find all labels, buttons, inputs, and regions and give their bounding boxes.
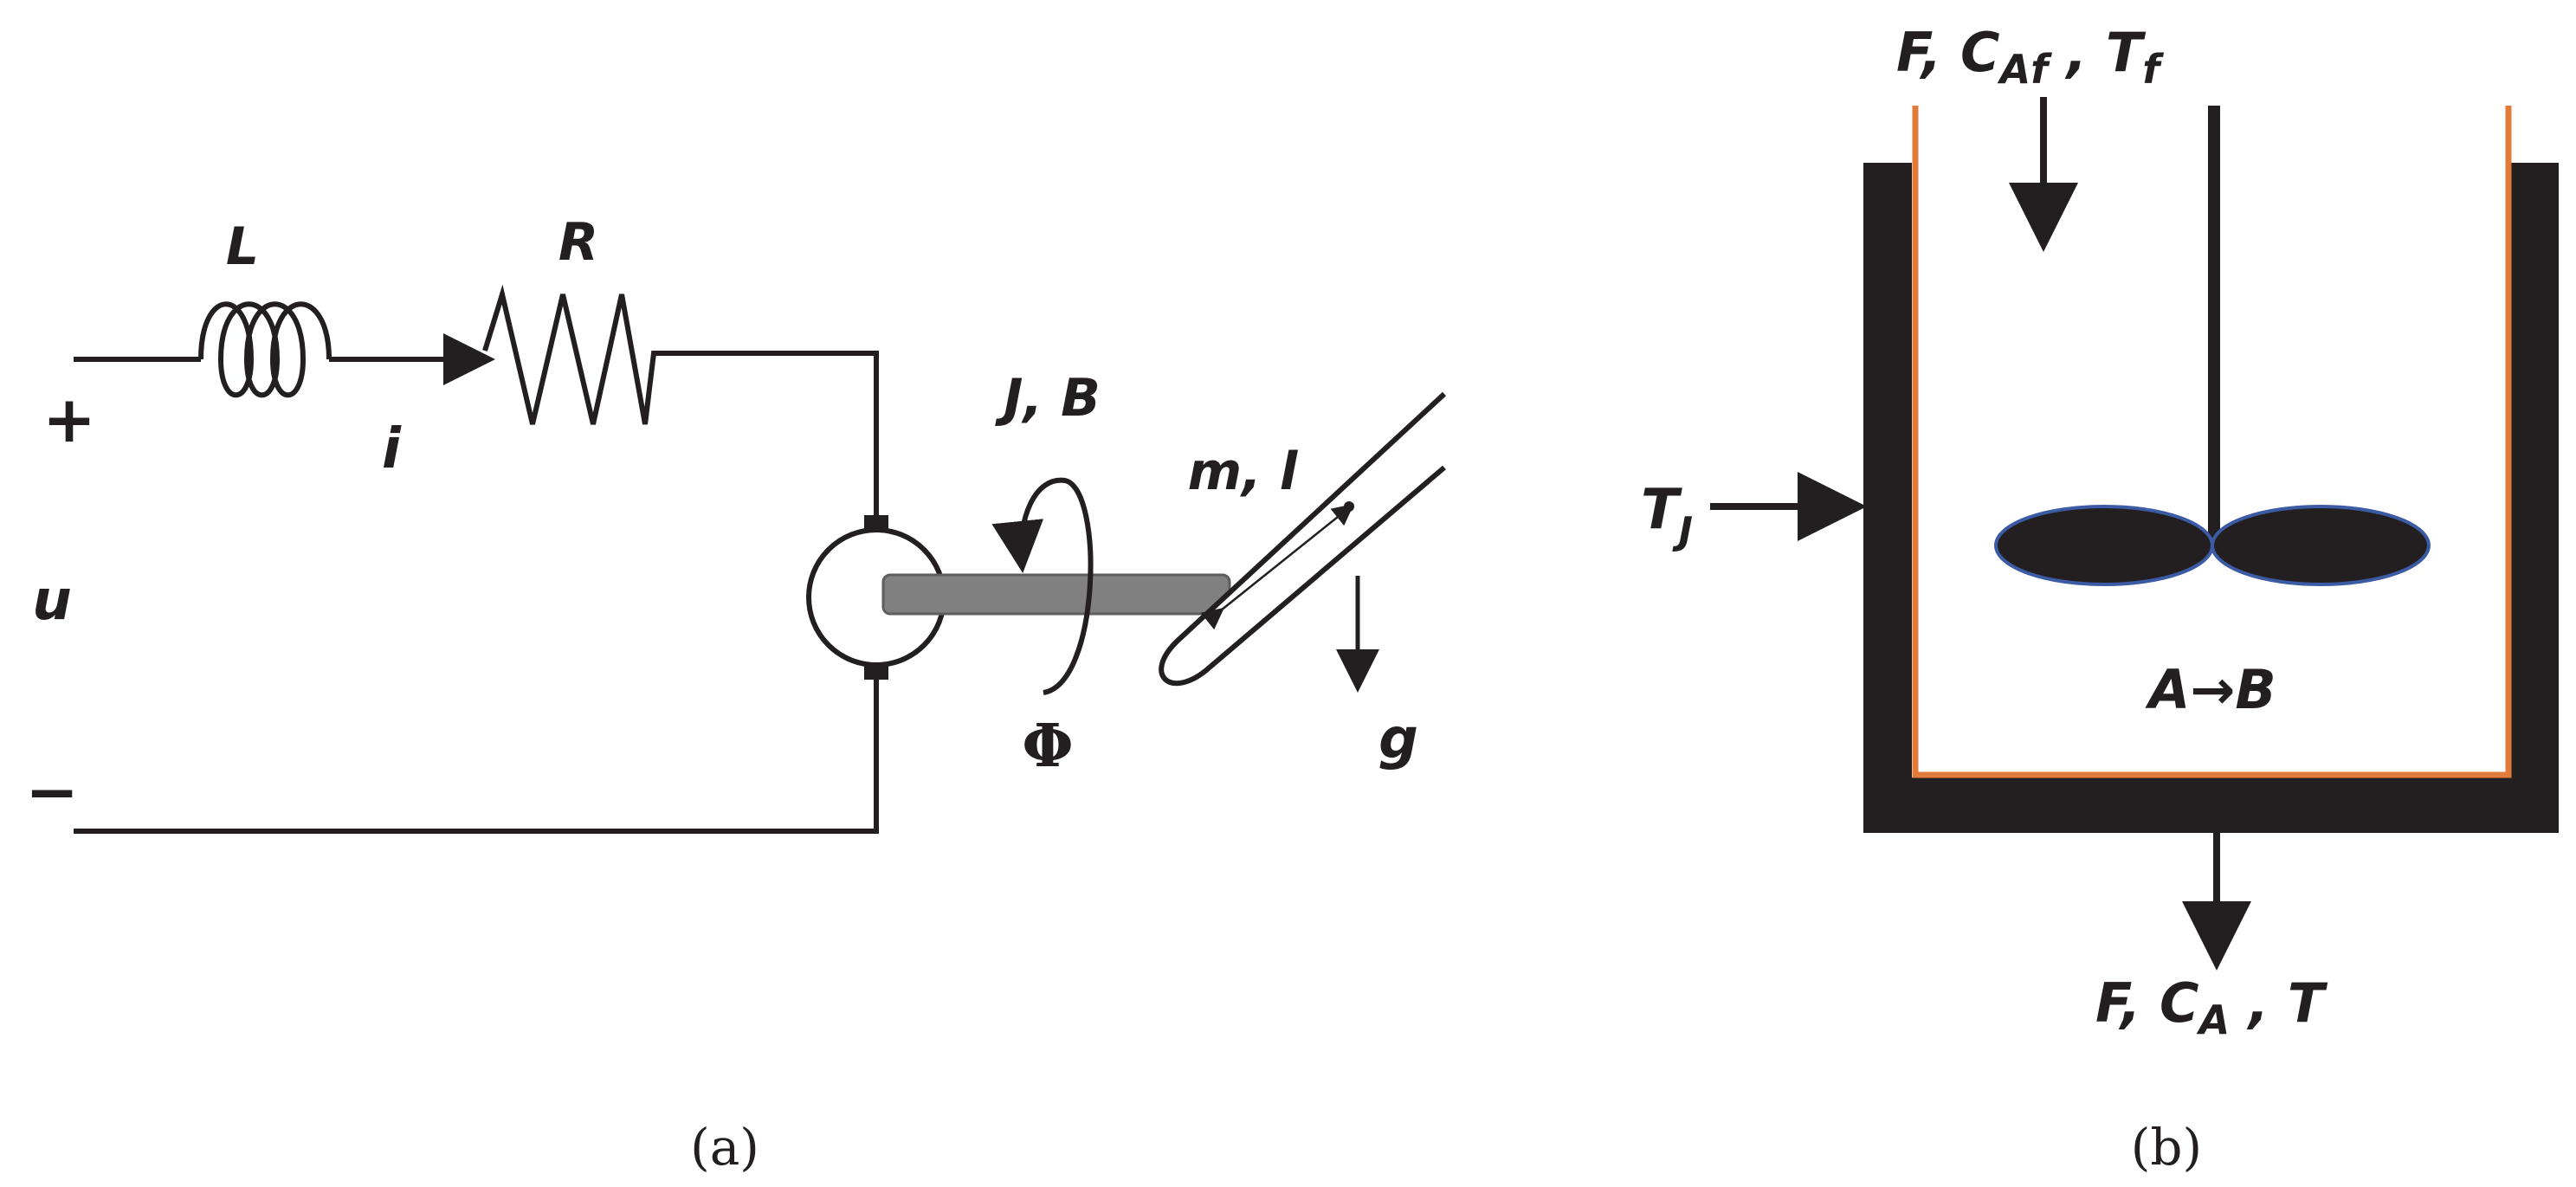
caption-b: (b) xyxy=(2131,1118,2202,1177)
stirrer-shaft xyxy=(2208,106,2220,547)
plus-sign: + xyxy=(42,383,96,457)
reactor-wall xyxy=(1912,106,2512,778)
resistor-label: R xyxy=(558,212,598,273)
caption-a: (a) xyxy=(690,1118,759,1177)
rotation-arrow xyxy=(991,477,1094,695)
motor-shaft xyxy=(881,573,1231,616)
gravity-label: g xyxy=(1378,707,1418,771)
pendulum-arm xyxy=(1159,391,1447,687)
panel-b-cstr: F, CAf , Tf TJ A→B F, CA , T (b) xyxy=(1641,21,2559,1177)
panel-a-dc-motor: L R i + u − J, B Φ m, l g (a) xyxy=(25,212,1447,1177)
impeller-blade-right xyxy=(2211,505,2431,586)
bottom-wire xyxy=(74,680,879,834)
inertia-label: J, B xyxy=(995,368,1101,429)
outlet-label: F, CA , T xyxy=(2095,971,2328,1043)
length-indicator xyxy=(1200,503,1354,630)
minus-sign: − xyxy=(25,755,79,829)
resistor-zigzag xyxy=(482,284,879,519)
voltage-label: u xyxy=(32,569,72,633)
feed-label: F, CAf , Tf xyxy=(1896,21,2164,93)
jacket-temperature-label: TJ xyxy=(1641,478,1693,553)
motor-brush-top xyxy=(864,515,888,531)
inductor-coil xyxy=(198,301,332,398)
mass-length-label: m, l xyxy=(1188,442,1299,502)
angle-label: Φ xyxy=(1022,712,1073,781)
motor-brush-bottom xyxy=(864,664,888,680)
current-label: i xyxy=(382,417,402,481)
inductor-label: L xyxy=(226,216,259,277)
reaction-label: A→B xyxy=(2144,658,2276,721)
impeller-blade-left xyxy=(1994,505,2214,586)
center-of-mass-dot xyxy=(1344,501,1354,512)
